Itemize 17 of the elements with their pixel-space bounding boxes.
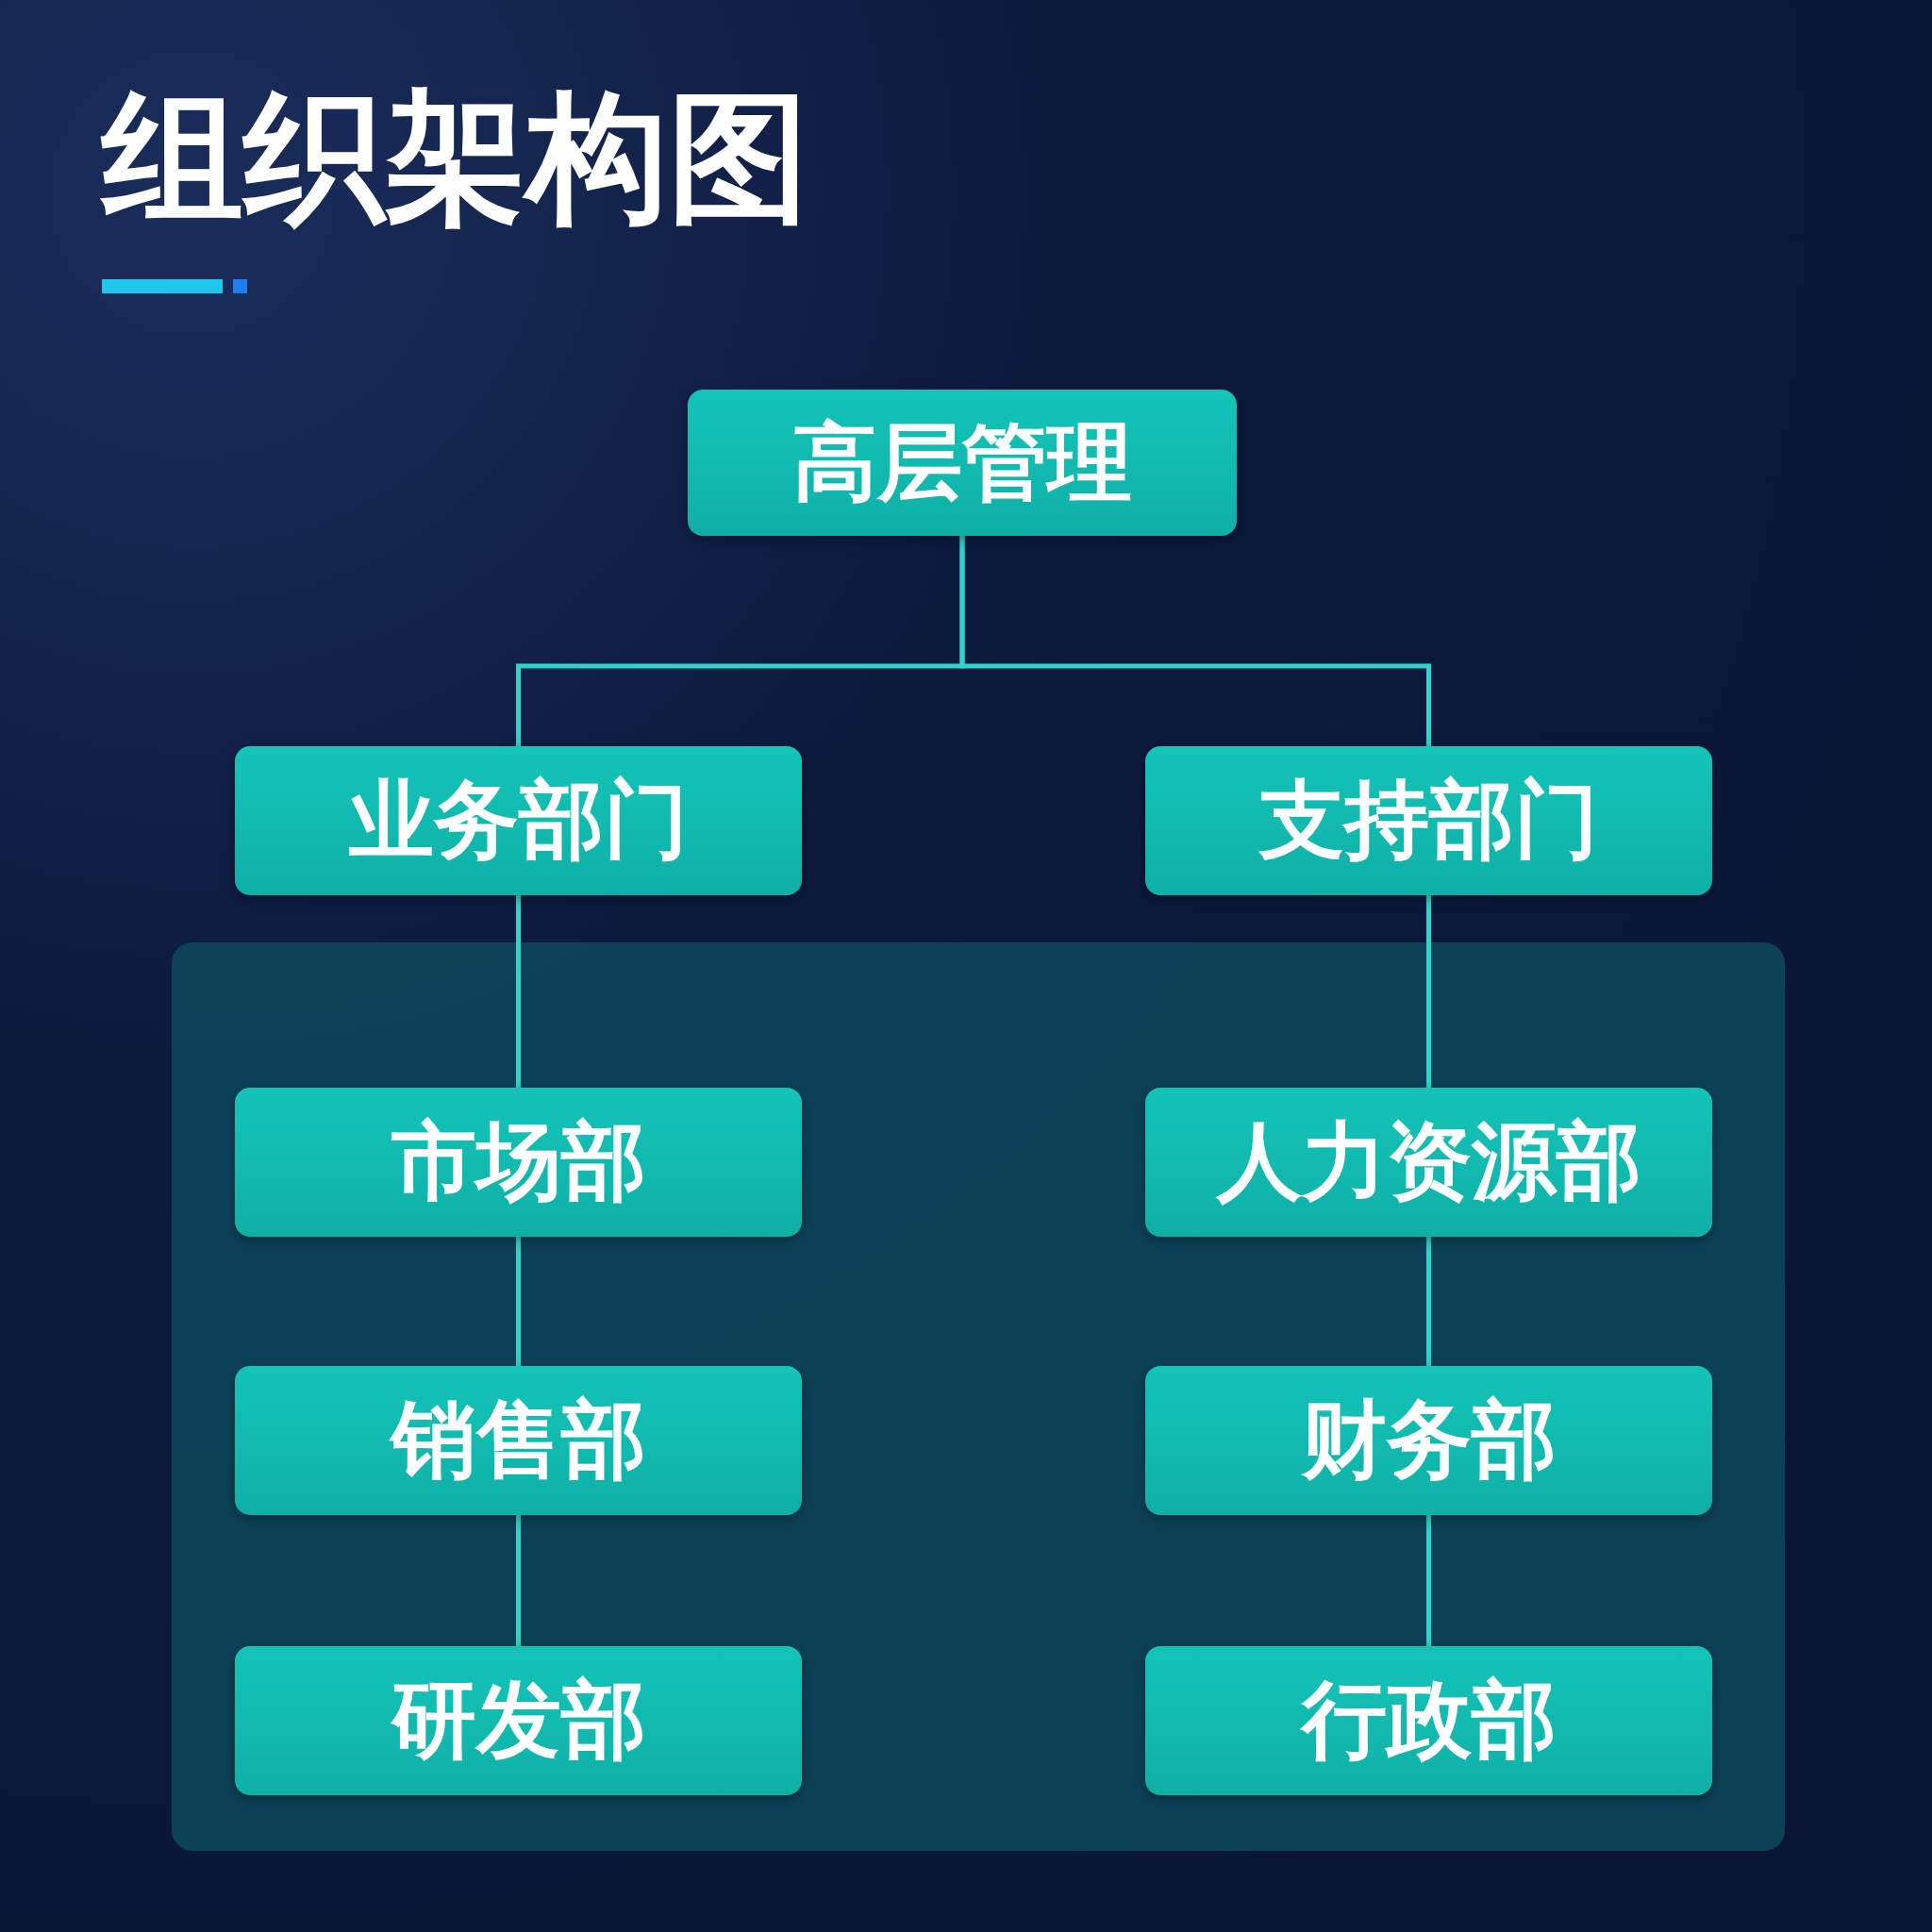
connector-line [1426, 1515, 1431, 1646]
department-box: 业务部门 [235, 746, 802, 895]
connector-line [516, 895, 521, 1088]
connector-line [1426, 895, 1431, 1088]
department-box: 销售部 [235, 1366, 802, 1515]
department-box: 高层管理 [688, 390, 1237, 536]
department-box: 市场部 [235, 1088, 802, 1237]
department-box: 行政部 [1145, 1646, 1712, 1795]
department-box: 人力资源部 [1145, 1088, 1712, 1237]
department-box: 支持部门 [1145, 746, 1712, 895]
connector-line [516, 1515, 521, 1646]
connector-line [1426, 1237, 1431, 1366]
title: 组织架构图 [102, 87, 809, 228]
connector-line [516, 1237, 521, 1366]
department-box: 财务部 [1145, 1366, 1712, 1515]
department-box: 研发部 [235, 1646, 802, 1795]
connector-line [959, 536, 1431, 746]
